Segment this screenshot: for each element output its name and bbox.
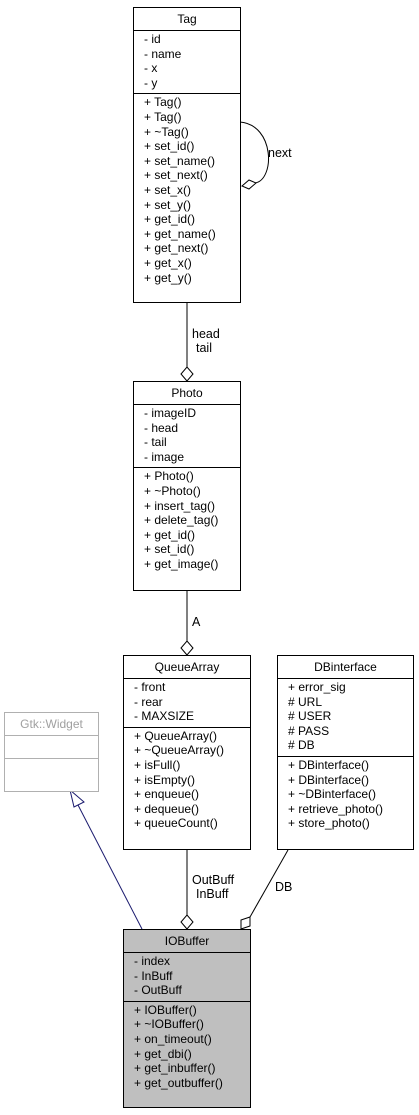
- io-gtk-inheritance-arrowhead: [69, 788, 85, 808]
- method: + ~Photo(): [144, 483, 201, 498]
- method: + Tag(): [144, 95, 182, 110]
- io-db-label: DB: [275, 880, 293, 894]
- method: + Photo(): [144, 469, 194, 484]
- method: + DBinterface(): [288, 772, 370, 787]
- attribute: # URL: [288, 694, 323, 709]
- method: + get_id(): [144, 527, 196, 542]
- method: + get_name(): [144, 226, 216, 241]
- photo-tag-label-tail: tail: [196, 341, 212, 355]
- attribute: - image: [144, 449, 185, 464]
- method: + ~QueueArray(): [134, 743, 225, 758]
- tag-self-label: next: [268, 146, 292, 160]
- attribute: # DB: [288, 738, 315, 753]
- method: + ~DBinterface(): [288, 787, 377, 802]
- class-iobuffer-name: IOBuffer: [124, 930, 250, 953]
- method: + set_id(): [144, 542, 195, 557]
- attribute: - x: [144, 61, 158, 76]
- class-dbinterface-attributes: + error_sig # URL # USER # PASS # DB: [278, 679, 413, 757]
- attribute: - id: [144, 32, 161, 46]
- class-tag-attributes: - id - name - x - y: [134, 31, 240, 95]
- class-photo-name: Photo: [134, 382, 240, 405]
- method: + delete_tag(): [144, 513, 219, 528]
- attribute: - imageID: [144, 406, 197, 420]
- method: + get_image(): [144, 556, 219, 571]
- class-iobuffer-methods: + IOBuffer() + ~IOBuffer() + on_timeout(…: [124, 1002, 250, 1094]
- method: + isFull(): [134, 757, 181, 772]
- method: + get_id(): [144, 212, 196, 227]
- class-queuearray-attributes: - front - rear - MAXSIZE: [124, 679, 250, 728]
- attribute: - y: [144, 75, 158, 90]
- method: + isEmpty(): [134, 772, 196, 787]
- class-queuearray-name: QueueArray: [124, 656, 250, 679]
- method: + set_x(): [144, 182, 192, 197]
- io-queue-aggregation-diamond: [180, 914, 194, 930]
- class-dbinterface-methods: + DBinterface() + DBinterface() + ~DBint…: [278, 757, 413, 834]
- queue-photo-aggregation-diamond: [180, 640, 194, 656]
- attribute: - name: [144, 46, 182, 61]
- io-queue-label-inbuff: InBuff: [196, 887, 229, 901]
- class-photo-methods: + Photo() + ~Photo() + insert_tag() + de…: [134, 468, 240, 574]
- attribute: # PASS: [288, 723, 330, 738]
- method: + ~IOBuffer(): [134, 1017, 204, 1032]
- class-queuearray-methods: + QueueArray() + ~QueueArray() + isFull(…: [124, 728, 250, 834]
- class-dbinterface[interactable]: DBinterface + error_sig # URL # USER # P…: [277, 655, 414, 850]
- method: + get_outbuffer(): [134, 1075, 223, 1090]
- method: + get_x(): [144, 255, 192, 270]
- class-gtk-widget-attributes: [5, 736, 98, 759]
- method: + DBinterface(): [288, 757, 370, 772]
- tag-self-association-edge: [239, 121, 269, 184]
- attribute: - tail: [144, 435, 167, 450]
- class-gtk-widget[interactable]: Gtk::Widget: [4, 712, 99, 792]
- method: + QueueArray(): [134, 728, 218, 743]
- class-iobuffer-attributes: - index - InBuff - OutBuff: [124, 953, 250, 1002]
- io-gtk-inheritance-edge: [77, 804, 143, 930]
- attribute: - rear: [134, 694, 163, 709]
- attribute: - index: [134, 954, 171, 968]
- method: + set_id(): [144, 139, 195, 154]
- attribute: - InBuff: [134, 968, 173, 983]
- method: + get_dbi(): [134, 1046, 192, 1061]
- class-iobuffer[interactable]: IOBuffer - index - InBuff - OutBuff + IO…: [123, 929, 251, 1108]
- attribute: - MAXSIZE: [134, 709, 195, 724]
- method: + insert_tag(): [144, 498, 216, 513]
- class-tag-methods: + Tag() + Tag() + ~Tag() + set_id() + se…: [134, 94, 240, 288]
- method: + Tag(): [144, 109, 182, 124]
- class-gtk-widget-name: Gtk::Widget: [5, 713, 98, 736]
- method: + ~Tag(): [144, 124, 189, 139]
- method: + set_y(): [144, 197, 192, 212]
- photo-tag-aggregation-diamond: [180, 366, 194, 382]
- method: + retrieve_photo(): [288, 801, 384, 816]
- attribute: - OutBuff: [134, 983, 182, 998]
- method: + IOBuffer(): [134, 1002, 197, 1017]
- method: + enqueue(): [134, 787, 200, 802]
- class-gtk-widget-methods: [5, 759, 98, 781]
- tag-self-aggregation-diamond: [241, 179, 257, 190]
- class-dbinterface-name: DBinterface: [278, 656, 413, 679]
- attribute: - front: [134, 680, 166, 694]
- attribute: # USER: [288, 709, 332, 724]
- method: + on_timeout(): [134, 1031, 212, 1046]
- class-photo[interactable]: Photo - imageID - head - tail - image + …: [133, 381, 241, 591]
- photo-tag-label-head: head: [192, 327, 220, 341]
- method: + set_name(): [144, 153, 216, 168]
- method: + set_next(): [144, 168, 208, 183]
- queue-photo-label: A: [192, 615, 201, 629]
- method: + queueCount(): [134, 816, 218, 831]
- method: + store_photo(): [288, 816, 370, 831]
- class-tag-name: Tag: [134, 8, 240, 31]
- class-photo-attributes: - imageID - head - tail - image: [134, 405, 240, 469]
- method: + get_y(): [144, 270, 192, 285]
- class-queuearray[interactable]: QueueArray - front - rear - MAXSIZE + Qu…: [123, 655, 251, 850]
- io-queue-label-outbuff: OutBuff: [192, 873, 235, 887]
- class-tag[interactable]: Tag - id - name - x - y + Tag() + Tag() …: [133, 7, 241, 303]
- io-db-association-edge: [249, 849, 289, 918]
- method: + dequeue(): [134, 801, 200, 816]
- attribute: - head: [144, 420, 179, 435]
- method: + get_inbuffer(): [134, 1061, 216, 1076]
- io-db-aggregation-diamond: [240, 916, 251, 930]
- attribute: + error_sig: [288, 680, 346, 694]
- method: + get_next(): [144, 241, 209, 256]
